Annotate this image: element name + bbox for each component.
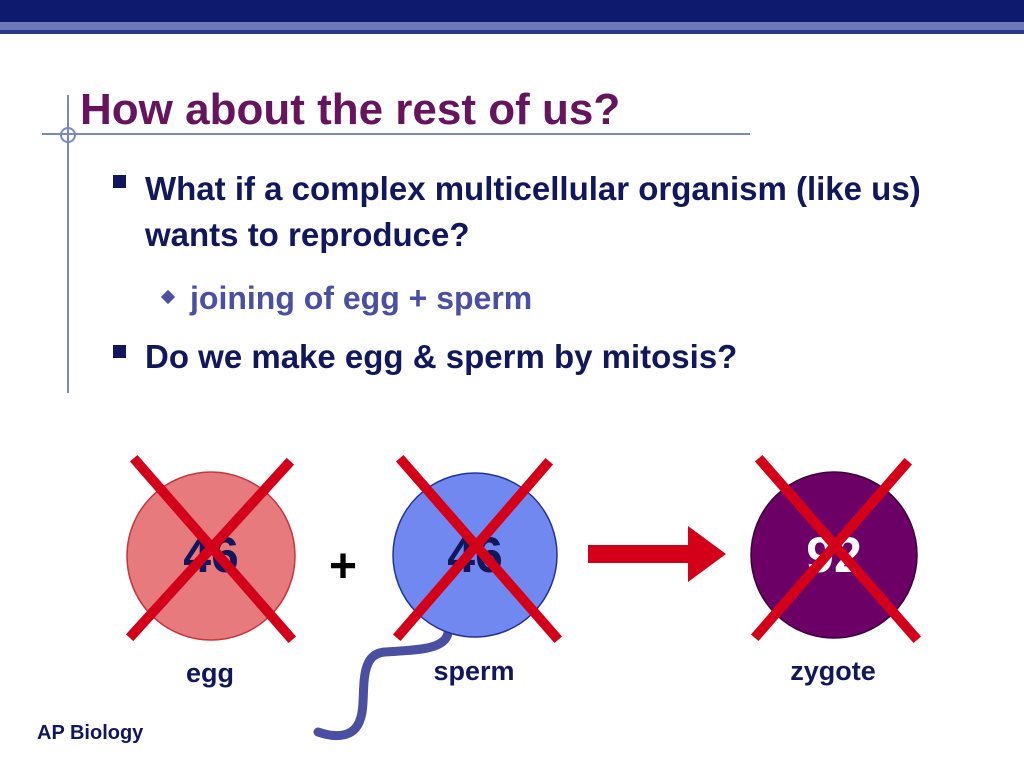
egg-cross-line: [125, 457, 295, 642]
square-bullet-icon: [113, 345, 126, 358]
sperm-tail: [313, 628, 453, 741]
plus-sign: +: [329, 540, 357, 593]
slide-title: How about the rest of us?: [80, 85, 621, 134]
crosshair-icon: [60, 127, 76, 143]
title-underline: [42, 133, 750, 135]
bullet-multicellular: What if a complex multicellular organism…: [145, 170, 921, 253]
egg-label: egg: [185, 658, 234, 688]
sperm-label: sperm: [433, 656, 515, 686]
bullet-mitosis: Do we make egg & sperm by mitosis?: [145, 338, 738, 375]
right-arrow-icon: [588, 526, 726, 582]
zygote-cross-line: [750, 457, 913, 642]
cross-out-icons: [125, 454, 922, 644]
sperm-cross-line: [392, 457, 554, 642]
square-bullet-icon: [113, 175, 126, 188]
zygote-label: zygote: [790, 656, 876, 686]
footer-label: AP Biology: [37, 722, 144, 744]
vertical-guide-line: [67, 95, 69, 393]
header-bar: [0, 0, 1024, 36]
sub-bullet-joining: joining of egg + sperm: [190, 280, 533, 316]
